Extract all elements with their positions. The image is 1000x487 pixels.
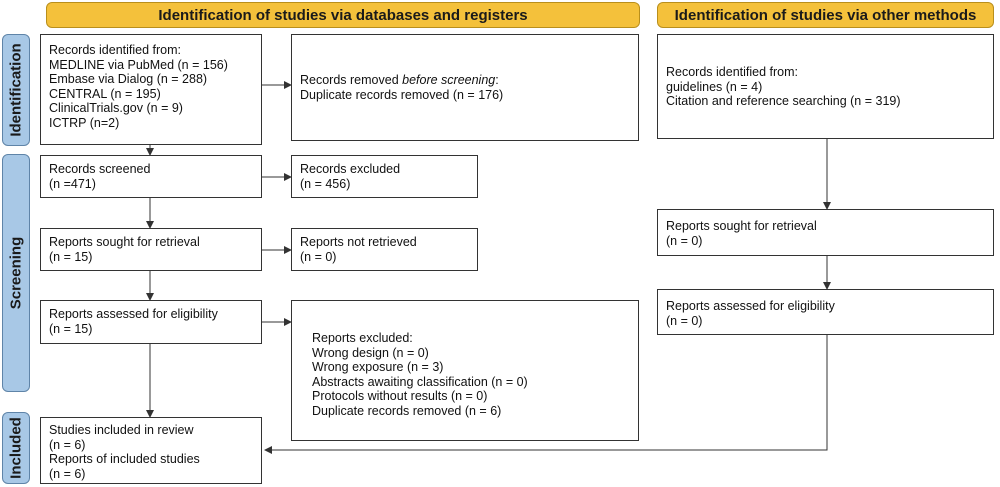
records-removed-prefix: Records removed bbox=[300, 73, 403, 87]
records-identified-line: ICTRP (n=2) bbox=[49, 115, 120, 130]
reports-sought-line: Reports sought for retrieval bbox=[49, 235, 200, 249]
box-reports-assessed: Reports assessed for eligibility (n = 15… bbox=[40, 300, 262, 344]
phase-included: Included bbox=[2, 412, 30, 484]
other-assessed-line: (n = 0) bbox=[666, 313, 703, 328]
other-identified-line: Records identified from: bbox=[666, 65, 799, 79]
records-excluded-line: (n = 456) bbox=[300, 176, 351, 191]
box-reports-sought: Reports sought for retrieval (n = 15) bbox=[40, 228, 262, 271]
header-other-label: Identification of studies via other meth… bbox=[674, 6, 977, 24]
box-other-assessed: Reports assessed for eligibility (n = 0) bbox=[657, 289, 994, 335]
records-identified-line: ClinicalTrials.gov (n = 9) bbox=[49, 101, 183, 115]
header-other-methods: Identification of studies via other meth… bbox=[657, 2, 994, 28]
records-removed-suffix: : bbox=[495, 73, 499, 87]
records-removed-emphasis: before screening bbox=[402, 73, 496, 87]
studies-included-line: Reports of included studies bbox=[49, 452, 200, 466]
box-reports-not-retrieved: Reports not retrieved (n = 0) bbox=[291, 228, 478, 271]
box-reports-excluded: Reports excluded: Wrong design (n = 0) W… bbox=[291, 300, 639, 441]
records-identified-line: MEDLINE via PubMed (n = 156) bbox=[49, 57, 228, 72]
studies-included-line: Studies included in review bbox=[49, 423, 194, 437]
header-databases-label: Identification of studies via databases … bbox=[158, 6, 528, 24]
other-sought-line: Reports sought for retrieval bbox=[666, 219, 817, 233]
reports-excluded-line: Wrong design (n = 0) bbox=[312, 345, 429, 360]
other-assessed-line: Reports assessed for eligibility bbox=[666, 299, 835, 313]
records-removed-heading: Records removed before screening: bbox=[300, 73, 630, 88]
box-records-excluded: Records excluded (n = 456) bbox=[291, 155, 478, 198]
records-identified-line: Embase via Dialog (n = 288) bbox=[49, 72, 208, 86]
records-excluded-line: Records excluded bbox=[300, 162, 401, 176]
studies-included-line: (n = 6) bbox=[49, 466, 86, 481]
reports-assessed-line: (n = 15) bbox=[49, 321, 93, 336]
reports-not-retrieved-line: Reports not retrieved bbox=[300, 235, 417, 249]
reports-excluded-line: Duplicate records removed (n = 6) bbox=[312, 403, 502, 418]
phase-identification: Identification bbox=[2, 34, 30, 146]
box-records-screened: Records screened (n =471) bbox=[40, 155, 262, 198]
phase-screening: Screening bbox=[2, 154, 30, 392]
other-sought-line: (n = 0) bbox=[666, 233, 703, 248]
other-identified-line: Citation and reference searching (n = 31… bbox=[666, 94, 901, 108]
box-records-identified: Records identified from: MEDLINE via Pub… bbox=[40, 34, 262, 145]
reports-excluded-line: Wrong exposure (n = 3) bbox=[312, 360, 444, 374]
records-identified-line: CENTRAL (n = 195) bbox=[49, 86, 161, 101]
reports-excluded-line: Abstracts awaiting classification (n = 0… bbox=[312, 374, 528, 389]
box-other-sought: Reports sought for retrieval (n = 0) bbox=[657, 209, 994, 256]
reports-not-retrieved-line: (n = 0) bbox=[300, 249, 337, 264]
header-databases: Identification of studies via databases … bbox=[46, 2, 640, 28]
box-records-removed: Records removed before screening: Duplic… bbox=[291, 34, 639, 141]
reports-excluded-line: Protocols without results (n = 0) bbox=[312, 389, 488, 403]
studies-included-line: (n = 6) bbox=[49, 437, 86, 452]
records-removed-line: Duplicate records removed (n = 176) bbox=[300, 87, 504, 102]
records-screened-line: Records screened bbox=[49, 162, 151, 176]
other-identified-line: guidelines (n = 4) bbox=[666, 79, 763, 94]
arrow-other-assessed-to-included bbox=[264, 335, 828, 454]
reports-excluded-line: Reports excluded: bbox=[312, 331, 413, 345]
reports-assessed-line: Reports assessed for eligibility bbox=[49, 307, 218, 321]
box-other-identified: Records identified from: guidelines (n =… bbox=[657, 34, 994, 139]
box-studies-included: Studies included in review (n = 6) Repor… bbox=[40, 417, 262, 484]
records-identified-line: Records identified from: bbox=[49, 43, 182, 57]
records-screened-line: (n =471) bbox=[49, 176, 96, 191]
reports-sought-line: (n = 15) bbox=[49, 249, 93, 264]
